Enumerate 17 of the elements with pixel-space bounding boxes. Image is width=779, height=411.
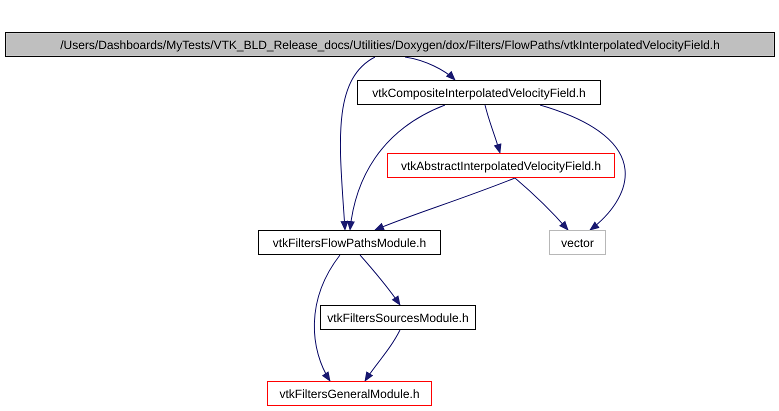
arrow — [514, 178, 569, 231]
arrow — [540, 104, 626, 231]
arrow — [340, 56, 376, 231]
arrow — [404, 56, 456, 81]
file-box: vtkCompositeInterpolatedVelocityField.h — [357, 80, 601, 105]
file-box: vtkFiltersGeneralModule.h — [267, 381, 432, 406]
arrow — [364, 330, 400, 382]
arrow — [360, 254, 401, 306]
file-box: vtkFiltersSourcesModule.h — [320, 305, 476, 330]
arrow — [484, 104, 502, 154]
file-box: vtkFiltersFlowPathsModule.h — [258, 230, 441, 255]
arrow — [347, 104, 446, 231]
arrow — [314, 254, 340, 382]
file-box: /Users/Dashboards/MyTests/VTK_BLD_Release_docs/Utilities/Doxygen/dox/Filters/FlowPaths/vtkInterpolatedVelocityField.h — [5, 32, 775, 57]
file-box: vtkAbstractInterpolatedVelocityField.h — [387, 153, 615, 178]
file-box: vector — [549, 230, 606, 255]
arrow — [374, 178, 516, 230]
